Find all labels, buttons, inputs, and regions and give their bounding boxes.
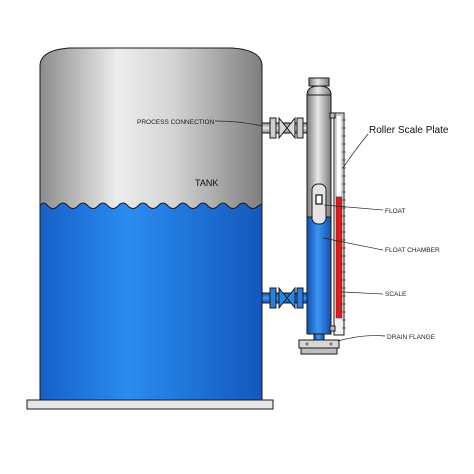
drain-flange — [298, 339, 340, 355]
leader-roller-scale-plate — [342, 133, 369, 169]
leader-process-connection — [214, 120, 263, 127]
annotations: PROCESS CONNECTION Roller Scale Plate FL… — [137, 119, 449, 342]
indicator-white-section — [335, 114, 343, 198]
lower-flange-left — [269, 287, 277, 309]
tank-label: TANK — [195, 178, 218, 188]
chamber-top-cap — [308, 77, 330, 87]
upper-flange-left — [269, 117, 277, 139]
roller-scale-plate — [329, 112, 346, 336]
chamber-liquid-section — [306, 216, 332, 335]
float — [311, 183, 327, 225]
tank-shell — [39, 47, 263, 217]
lower-flange-right — [296, 287, 304, 309]
leader-drain-flange — [337, 335, 386, 342]
tank-base-plate — [26, 399, 274, 410]
label-process-connection: PROCESS CONNECTION — [137, 119, 215, 126]
drain-flange-bolt-right — [329, 342, 333, 346]
label-roller-scale-plate: Roller Scale Plate — [369, 125, 449, 136]
tank-liquid — [39, 202, 263, 401]
upper-flange-right — [296, 117, 304, 139]
tank: TANK — [26, 47, 274, 410]
upper-process-connection — [261, 116, 309, 140]
drain-flange-bolt-left — [305, 342, 309, 346]
scale-clamp-top — [329, 112, 336, 119]
leader-float-chamber — [322, 237, 384, 251]
indicator-red-section — [335, 196, 343, 319]
label-float: FLOAT — [385, 208, 405, 215]
chamber-dome — [306, 85, 332, 96]
upper-valve — [278, 116, 296, 140]
scale-ticks — [342, 119, 346, 329]
leader-scale — [341, 291, 384, 295]
leader-float — [323, 204, 384, 211]
scale-clamp-bottom — [329, 325, 336, 332]
drain-flange-plate — [298, 339, 340, 349]
label-float-chamber: FLOAT CHAMBER — [385, 247, 440, 254]
chamber-drain-pipe — [313, 333, 325, 341]
label-drain-flange: DRAIN FLANGE — [387, 334, 436, 341]
label-scale: SCALE — [385, 291, 407, 298]
float-magnet — [315, 194, 323, 205]
lower-process-connection — [261, 286, 309, 310]
drain-flange-bottom — [300, 347, 338, 355]
float-chamber — [298, 77, 340, 355]
lower-valve — [278, 286, 296, 310]
